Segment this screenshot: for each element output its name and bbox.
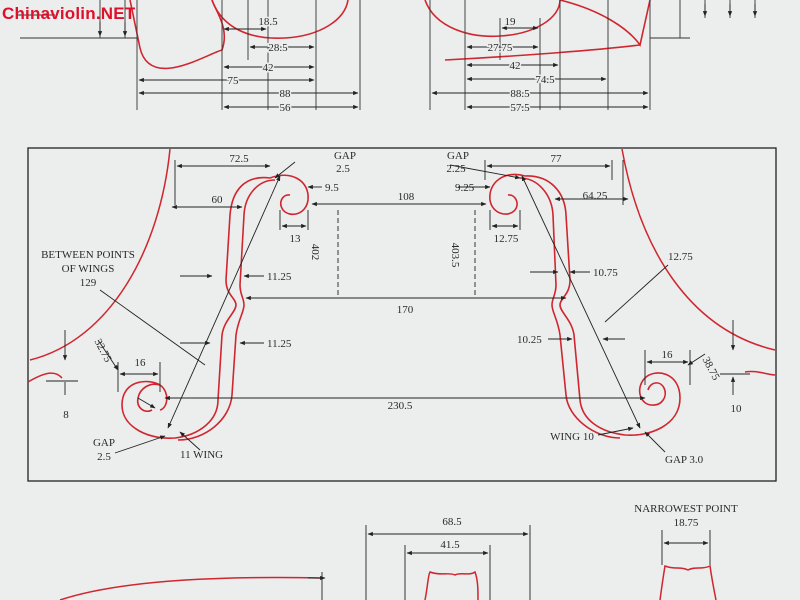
right-lower-gap-label: GAP 3.0 <box>665 454 704 466</box>
left-dim-16: 16 <box>135 357 147 369</box>
left-dim-72-5: 72.5 <box>229 153 249 165</box>
right-dim-64-25: 64.25 <box>583 190 608 202</box>
left-dim-11-25-top: 11.25 <box>267 271 292 283</box>
between-points-value: 129 <box>80 277 97 289</box>
bottom-drawings: 68.5 41.5 NARROWEST POINT 18.75 <box>59 503 738 600</box>
between-points-line2: OF WINGS <box>62 263 115 275</box>
left-lower-gap-label: GAP <box>93 437 115 449</box>
right-dim-77: 77 <box>551 153 563 165</box>
f-hole-frame <box>27 147 777 482</box>
top-left-dim-4: 75 <box>228 75 240 87</box>
top-right-dim-1: 19 <box>505 16 517 28</box>
top-left-dim-6: 56 <box>280 102 292 114</box>
narrowest-point-value: 18.75 <box>674 517 699 529</box>
top-right-dim-4: 74.5 <box>535 74 555 86</box>
right-dim-16: 16 <box>662 349 674 361</box>
left-dim-8: 8 <box>63 409 69 421</box>
right-gap-value: 2.25 <box>446 163 466 175</box>
top-left-dim-3: 42 <box>263 62 274 74</box>
top-left-dim-2: 28.5 <box>268 42 288 54</box>
right-dim-10: 10 <box>731 403 743 415</box>
right-wing-label: WING 10 <box>550 431 594 443</box>
right-dim-10-75: 10.75 <box>593 267 618 279</box>
left-gap-label: GAP <box>334 150 356 162</box>
left-lower-gap-value: 2.5 <box>97 451 111 463</box>
right-dim-12-75: 12.75 <box>668 251 693 263</box>
top-right-dim-6: 57.5 <box>510 102 530 114</box>
center-dim-108: 108 <box>398 191 415 203</box>
right-dim-403-5: 403.5 <box>449 243 461 268</box>
right-gap-label: GAP <box>447 150 469 162</box>
construction-lines <box>99 160 691 429</box>
left-dim-9-5: 9.5 <box>325 182 339 194</box>
left-dim-402: 402 <box>309 244 321 261</box>
dimension-arrows <box>46 161 750 454</box>
left-wing-label: 11 WING <box>180 449 223 461</box>
narrowest-point-label: NARROWEST POINT <box>634 503 738 515</box>
left-dim-60: 60 <box>212 194 224 206</box>
left-dim-13: 13 <box>290 233 302 245</box>
bottom-dim-68-5: 68.5 <box>442 516 462 528</box>
top-left-dim-5: 88 <box>280 88 292 100</box>
center-dim-170: 170 <box>397 304 414 316</box>
top-left-dim-1: 18.5 <box>258 16 278 28</box>
left-gap-value: 2.5 <box>336 163 350 175</box>
left-dim-11-25-bottom: 11.25 <box>267 338 292 350</box>
right-dim-10-25: 10.25 <box>517 334 542 346</box>
top-right-dim-3: 42 <box>510 60 521 72</box>
right-dim-9-25: 9.25 <box>455 182 475 194</box>
top-scroll-drawings: 18.5 28.5 42 75 88 56 19 27.75 42 74.5 8… <box>18 0 758 116</box>
between-points-line1: BETWEEN POINTS <box>41 249 135 261</box>
right-dim-12-75-eye: 12.75 <box>494 233 519 245</box>
top-right-dim-5: 88.5 <box>510 88 530 100</box>
watermark-logo: Chinaviolin.NET <box>2 4 136 23</box>
center-dim-230-5: 230.5 <box>388 400 413 412</box>
bottom-dim-41-5: 41.5 <box>440 539 460 551</box>
top-right-dim-2: 27.75 <box>488 42 513 54</box>
